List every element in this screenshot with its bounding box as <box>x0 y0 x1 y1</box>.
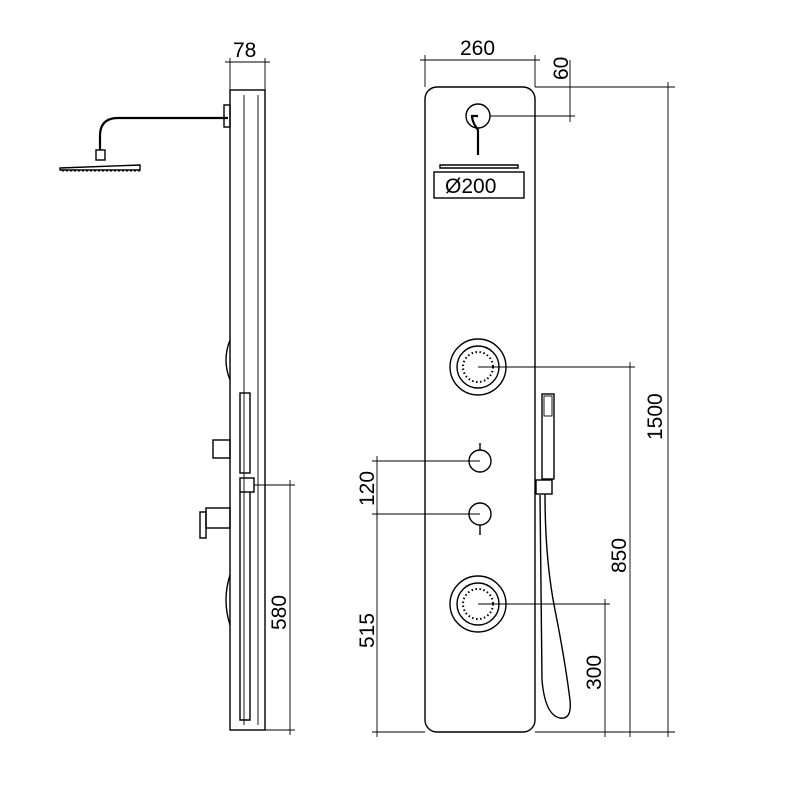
front-view: Ø200 260 60 1500 <box>356 37 675 737</box>
dim-lower-jet-height: 300 <box>583 655 606 690</box>
front-panel <box>424 86 536 733</box>
side-view: 78 580 <box>59 39 295 735</box>
side-panel-body <box>229 89 266 731</box>
body-jet-lower-side <box>225 574 231 626</box>
dim-panel-width: 260 <box>460 37 495 60</box>
dim-side-depth: 78 <box>233 39 256 62</box>
mixer-side <box>205 507 231 529</box>
body-jet-upper-side <box>225 339 231 381</box>
head-diameter-box <box>433 171 525 199</box>
dim-hand-holder-height: 580 <box>268 595 291 630</box>
dim-valve-spacing: 120 <box>356 471 379 506</box>
rain-head-side <box>59 164 141 171</box>
dim-head-diameter: Ø200 <box>445 175 496 198</box>
dim-upper-jet-height: 850 <box>608 538 631 573</box>
hand-shower <box>535 393 571 719</box>
dim-top-offset: 60 <box>550 57 573 80</box>
rain-head-front <box>439 164 519 169</box>
hand-shower-side <box>239 392 251 474</box>
shower-arm <box>98 116 228 150</box>
diverter-side <box>212 439 231 459</box>
dim-lower-valve-height: 515 <box>356 613 379 648</box>
dim-total-height: 1500 <box>644 393 667 440</box>
